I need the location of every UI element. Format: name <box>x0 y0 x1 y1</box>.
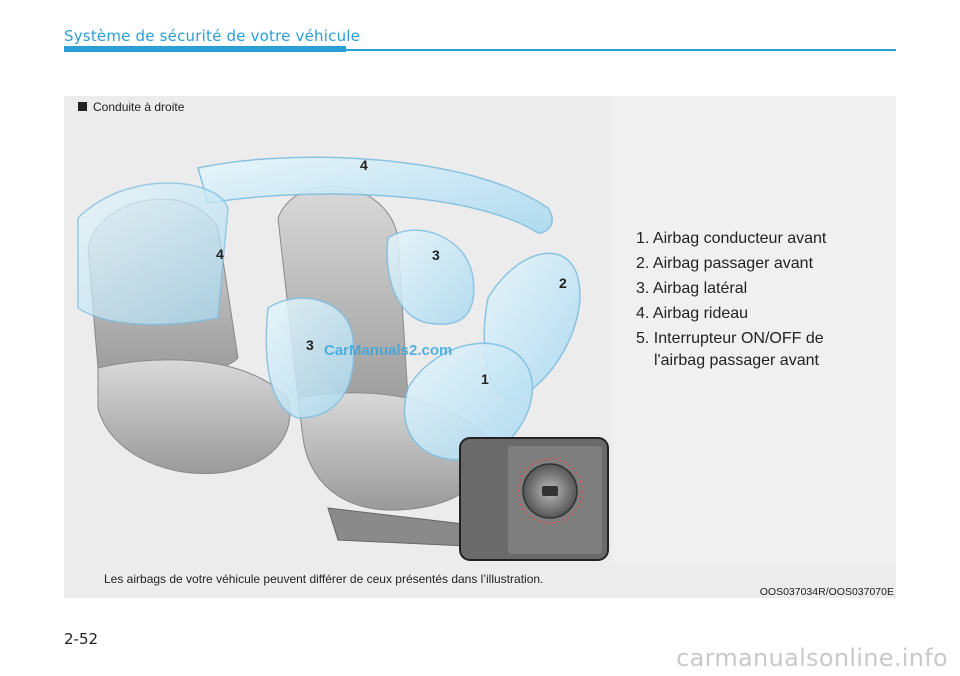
callout-number: 4 <box>216 246 224 262</box>
callout-number: 2 <box>559 275 567 291</box>
site-watermark: carmanualsonline.info <box>676 644 948 672</box>
figure-note: Les airbags de votre véhicule peuvent di… <box>104 572 544 586</box>
legend-item: 3. Airbag latéral <box>636 280 748 297</box>
side-airbag-front <box>386 229 475 325</box>
figure-label-text: Conduite à droite <box>93 100 185 114</box>
legend-item: 2. Airbag passager avant <box>636 255 814 272</box>
callout-number: 3 <box>432 247 440 263</box>
side-airbag-rear <box>265 297 355 419</box>
airbag-illustration: 4 4 3 3 2 1 <box>77 156 609 561</box>
header-rule-accent <box>64 46 346 52</box>
image-watermark: CarManuals2.com <box>324 342 453 359</box>
figure-code: OOS037034R/OOS037070E <box>759 586 894 598</box>
driver-airbag <box>403 342 534 461</box>
airbag-legend: 1. Airbag conducteur avant 2. Airbag pas… <box>636 226 826 371</box>
rear-seat-cushion <box>97 359 291 475</box>
callout-number: 1 <box>481 371 489 387</box>
legend-item: 4. Airbag rideau <box>636 305 749 322</box>
callout-number: 4 <box>360 157 368 173</box>
callout-number: 3 <box>306 337 314 353</box>
curtain-airbag <box>197 156 553 234</box>
rear-curtain-airbag <box>77 182 229 326</box>
header-rule <box>346 49 896 51</box>
legend-panel <box>612 96 896 564</box>
square-bullet-icon <box>78 102 87 111</box>
figure-label: Conduite à droite <box>78 100 184 114</box>
legend-item: 1. Airbag conducteur avant <box>636 230 827 247</box>
page-number: 2-52 <box>64 630 99 648</box>
section-title: Système de sécurité de votre véhicule <box>64 27 361 45</box>
airbag-figure: Conduite à droite <box>64 96 896 598</box>
